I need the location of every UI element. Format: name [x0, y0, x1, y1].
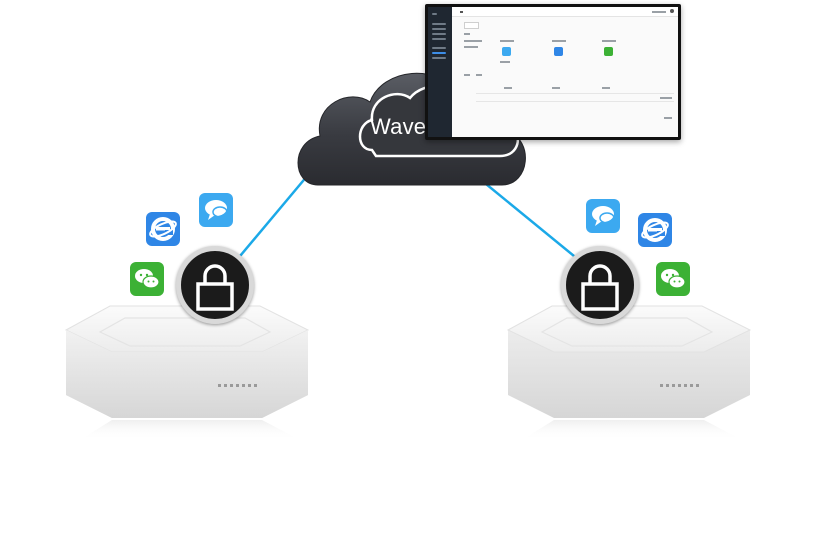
right-router [506, 305, 752, 440]
right-lock-badge [561, 246, 639, 324]
dashboard-content [452, 17, 678, 137]
left-lock-badge [176, 246, 254, 324]
ie-icon [638, 213, 672, 247]
dashboard-screen [428, 7, 678, 137]
dashboard-sidebar [428, 7, 452, 137]
lock-icon [581, 264, 619, 311]
lock-icon [196, 264, 234, 311]
left-router [64, 305, 310, 440]
link-right [474, 174, 586, 266]
ie-icon [146, 212, 180, 246]
link-left [229, 174, 309, 269]
wechat-icon [130, 262, 164, 296]
chat-bubble-icon [199, 193, 233, 227]
dashboard-topbar [452, 7, 678, 17]
dashboard-monitor [425, 4, 681, 140]
chat-bubble-icon [586, 199, 620, 233]
wechat-icon [656, 262, 690, 296]
